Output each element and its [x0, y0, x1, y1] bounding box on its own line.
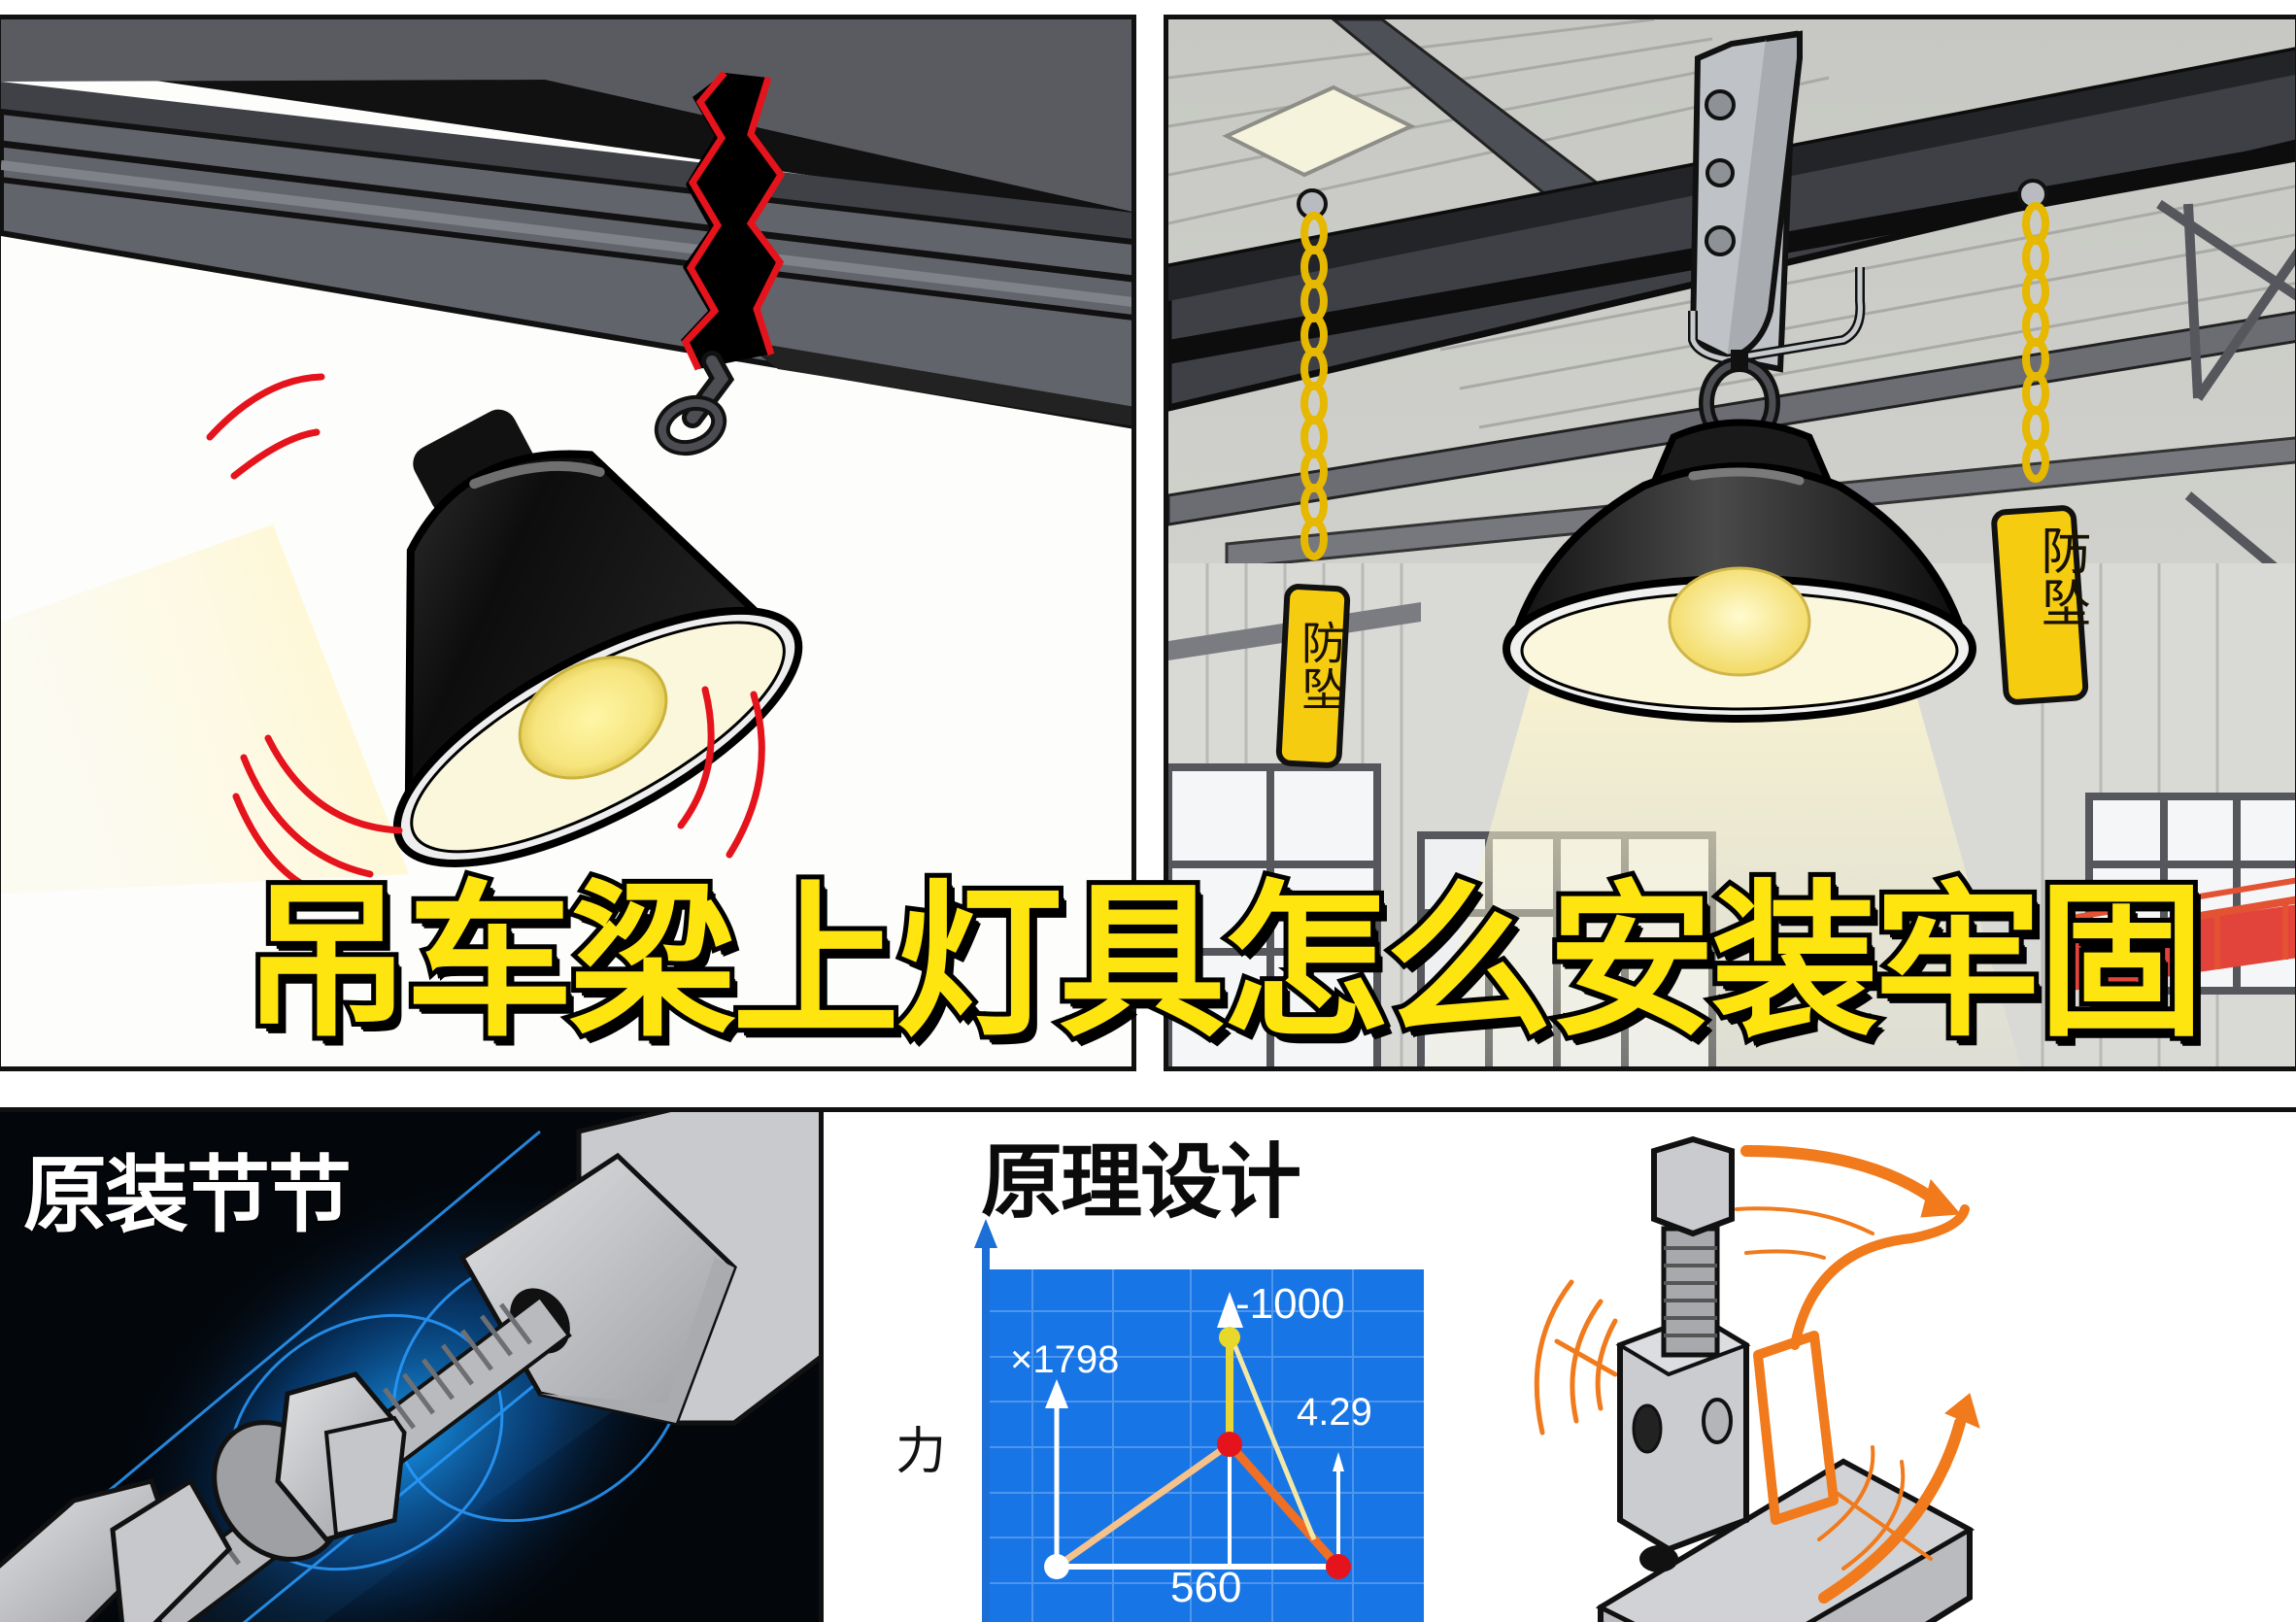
label-top-value: -1000: [1235, 1280, 1345, 1328]
bolt-icon: [1705, 89, 1736, 120]
panel-principle-design: [824, 1107, 2296, 1622]
bolted-u-bracket: [1688, 30, 1866, 373]
light-beam: [1423, 660, 2021, 1066]
hex-bolt-head-icon: [1651, 1135, 1735, 1237]
safety-chain-left: [1275, 188, 1351, 768]
light-beam: [1, 524, 409, 894]
label-right-value: 4.29: [1297, 1391, 1372, 1434]
bolt-joint-illustration: [0, 1112, 819, 1622]
motion-lines-icon: [206, 373, 765, 897]
force-axis-label: 力: [895, 1423, 947, 1481]
arrow-up-icon: [1333, 1452, 1344, 1471]
vibration-arcs-icon: [1534, 1279, 1618, 1436]
red-walkway-railing: [2071, 877, 2295, 991]
square-tube-left: [0, 1477, 233, 1622]
blue-grid-diagram: [974, 1219, 1424, 1622]
skylight: [1222, 84, 1416, 178]
arrow-up-icon: [1217, 1292, 1243, 1328]
panel-secure-installation: [1164, 15, 2296, 1071]
crack-icon: [681, 70, 786, 371]
principle-design-title: 原理设计: [981, 1134, 1301, 1230]
node-top: [1219, 1327, 1240, 1348]
safety-chain-right: [1991, 179, 2089, 705]
principle-diagram: [974, 1135, 1980, 1622]
node-right: [1326, 1554, 1351, 1579]
bolt-icon: [1705, 225, 1736, 256]
tag-right-text: 防坠: [2032, 524, 2090, 629]
node-center: [1217, 1432, 1242, 1457]
bolt-clamp-illustration: [1534, 1135, 1980, 1622]
main-title: 吊车梁上灯具怎么安装牢固: [238, 860, 2210, 1064]
original-joint-title: 原装节节: [22, 1146, 354, 1246]
arrow-up-icon: [974, 1219, 997, 1248]
arrow-up-icon: [1045, 1379, 1068, 1408]
factory-window-left: [1168, 763, 1381, 1066]
secure-lamp-illustration: [1168, 19, 2295, 1066]
label-bottom-value: 560: [1170, 1564, 1242, 1611]
unsafe-lamp-illustration: [1, 19, 1131, 897]
panel-original-joint: [0, 1107, 824, 1622]
lamp-shade-unsecured: [392, 409, 803, 867]
tag-right: [1991, 505, 2089, 705]
label-left-value: ×1798: [1010, 1338, 1120, 1381]
rotation-arrows-icon: [1735, 1145, 1980, 1604]
panel-unsafe-installation: [0, 15, 1136, 1071]
tag-left-text: 防坠: [1295, 620, 1347, 713]
node-left: [1044, 1554, 1069, 1579]
bolt-icon: [1705, 158, 1735, 187]
lamp-shade-secured: [1503, 419, 1976, 723]
hex-nut-icon: [212, 1371, 407, 1562]
tag-left: [1275, 584, 1351, 768]
